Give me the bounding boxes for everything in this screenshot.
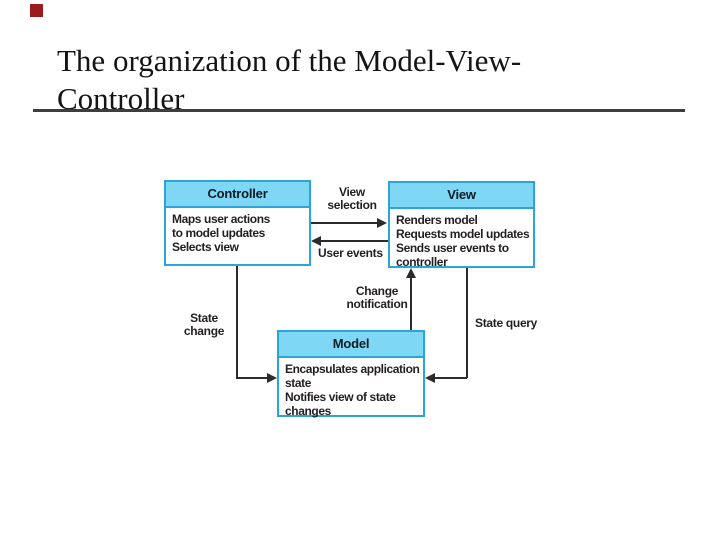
arrow-line [320, 240, 388, 242]
arrow-line [311, 222, 380, 224]
view-box-title: View [390, 183, 533, 209]
state-query-label: State query [475, 316, 538, 330]
model-box-title: Model [279, 332, 423, 358]
model-box: Model Encapsulates application state Not… [277, 330, 425, 418]
view-selection-label: View selection [327, 185, 377, 212]
slide-title: The organization of the Model-View- Cont… [57, 43, 522, 116]
slide-accent-square [30, 4, 43, 17]
change-notification-label: Change notification [346, 284, 408, 311]
connector-line [410, 277, 412, 330]
controller-box-body: Maps user actions to model updates Selec… [172, 212, 270, 254]
arrowhead-right-icon [377, 218, 387, 228]
model-box-body: Encapsulates application state Notifies … [285, 362, 420, 418]
arrowhead-right-icon [267, 373, 277, 383]
connector-line [466, 268, 468, 378]
arrowhead-left-icon [425, 373, 435, 383]
view-box: View Renders model Requests model update… [388, 181, 535, 269]
arrowhead-up-icon [406, 268, 416, 278]
user-events-label: User events [318, 246, 383, 260]
arrowhead-left-icon [311, 236, 321, 246]
title-underline [33, 109, 685, 112]
controller-box: Controller Maps user actions to model up… [164, 180, 311, 266]
controller-box-title: Controller [166, 182, 309, 208]
state-change-label: State change [183, 311, 225, 338]
connector-line [236, 377, 268, 379]
connector-line [236, 266, 238, 378]
view-box-body: Renders model Requests model updates Sen… [396, 213, 530, 269]
connector-line [434, 377, 467, 379]
